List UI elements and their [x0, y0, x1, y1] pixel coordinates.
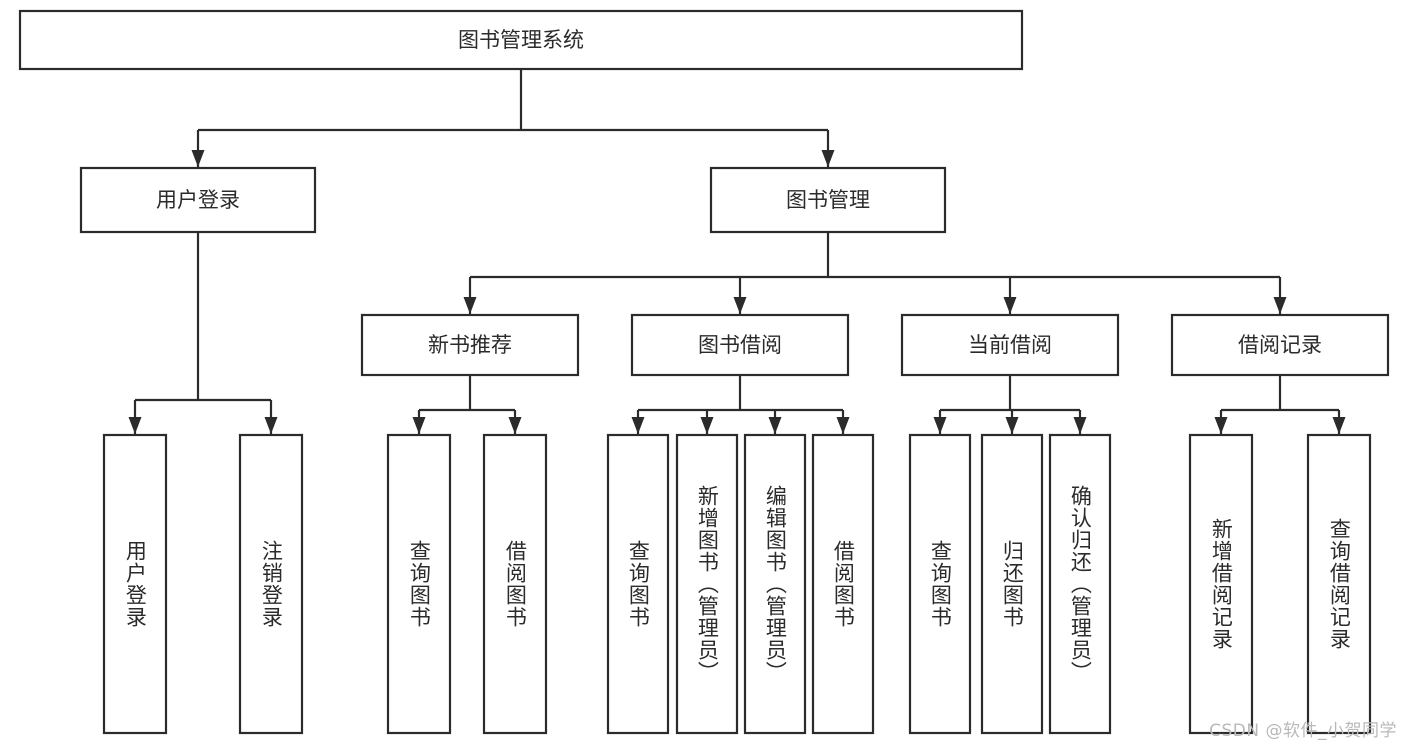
- node-box: [606, 433, 670, 735]
- node-label: 图书管理: [786, 188, 870, 212]
- node-book-management[interactable]: 图书管理: [709, 166, 947, 234]
- edge-arrow-icon: [821, 150, 835, 167]
- edge-arrow-icon: [1273, 297, 1287, 314]
- node-box: [980, 433, 1044, 735]
- node-box: [360, 313, 580, 377]
- node-user-login-leaf[interactable]: [102, 433, 168, 735]
- node-current-query-book[interactable]: [908, 433, 972, 735]
- edge-arrow-icon: [1214, 417, 1228, 434]
- edge-arrow-icon: [836, 417, 850, 434]
- edge-arrow-icon: [1332, 417, 1346, 434]
- edge-arrow-icon: [264, 417, 278, 434]
- node-record-query[interactable]: [1306, 433, 1372, 735]
- edge-arrow-icon: [191, 150, 205, 167]
- node-box: [18, 9, 1024, 71]
- node-borrow-query-book[interactable]: [606, 433, 670, 735]
- node-box: [900, 313, 1120, 377]
- node-borrow-records[interactable]: 借阅记录: [1170, 313, 1390, 377]
- node-box: [1306, 433, 1372, 735]
- node-box: [238, 433, 304, 735]
- edge-arrow-icon: [412, 417, 426, 434]
- edge-arrow-icon: [1003, 297, 1017, 314]
- node-label: 新书推荐: [428, 333, 512, 357]
- node-recommend-borrow-book[interactable]: [482, 433, 548, 735]
- node-box: [908, 433, 972, 735]
- watermark-text: CSDN @软件_小贺同学: [1209, 721, 1397, 741]
- node-user-login[interactable]: 用户登录: [79, 166, 317, 234]
- node-box: [386, 433, 452, 735]
- node-box: [482, 433, 548, 735]
- edge-arrow-icon: [933, 417, 947, 434]
- node-label: 用户登录: [156, 188, 240, 212]
- node-borrow-add-book[interactable]: [675, 433, 739, 735]
- node-box: [1048, 433, 1112, 735]
- node-label: 图书借阅: [698, 333, 782, 357]
- node-current-confirm-return[interactable]: [1048, 433, 1112, 735]
- edge-arrow-icon: [1005, 417, 1019, 434]
- node-box: [811, 433, 875, 735]
- node-borrow-edit-book[interactable]: [743, 433, 807, 735]
- node-book-borrow[interactable]: 图书借阅: [630, 313, 850, 377]
- edge-arrow-icon: [128, 417, 142, 434]
- edge-arrow-icon: [733, 297, 747, 314]
- node-box: [675, 433, 739, 735]
- node-label: 当前借阅: [968, 333, 1052, 357]
- node-box: [1188, 433, 1254, 735]
- edge-arrow-icon: [1073, 417, 1087, 434]
- node-recommend-query-book[interactable]: [386, 433, 452, 735]
- edge-arrow-icon: [508, 417, 522, 434]
- node-box: [102, 433, 168, 735]
- node-label: 图书管理系统: [458, 28, 584, 52]
- node-box: [79, 166, 317, 234]
- node-root[interactable]: 图书管理系统: [18, 9, 1024, 71]
- node-new-book-recommend[interactable]: 新书推荐: [360, 313, 580, 377]
- node-record-add[interactable]: [1188, 433, 1254, 735]
- node-current-return-book[interactable]: [980, 433, 1044, 735]
- edge-arrow-icon: [768, 417, 782, 434]
- edge-arrow-icon: [700, 417, 714, 434]
- node-logout-leaf[interactable]: [238, 433, 304, 735]
- edge-arrow-icon: [631, 417, 645, 434]
- edge-arrow-icon: [463, 297, 477, 314]
- node-box: [743, 433, 807, 735]
- node-label: 借阅记录: [1238, 333, 1322, 357]
- node-current-borrow[interactable]: 当前借阅: [900, 313, 1120, 377]
- node-borrow-borrow-book[interactable]: [811, 433, 875, 735]
